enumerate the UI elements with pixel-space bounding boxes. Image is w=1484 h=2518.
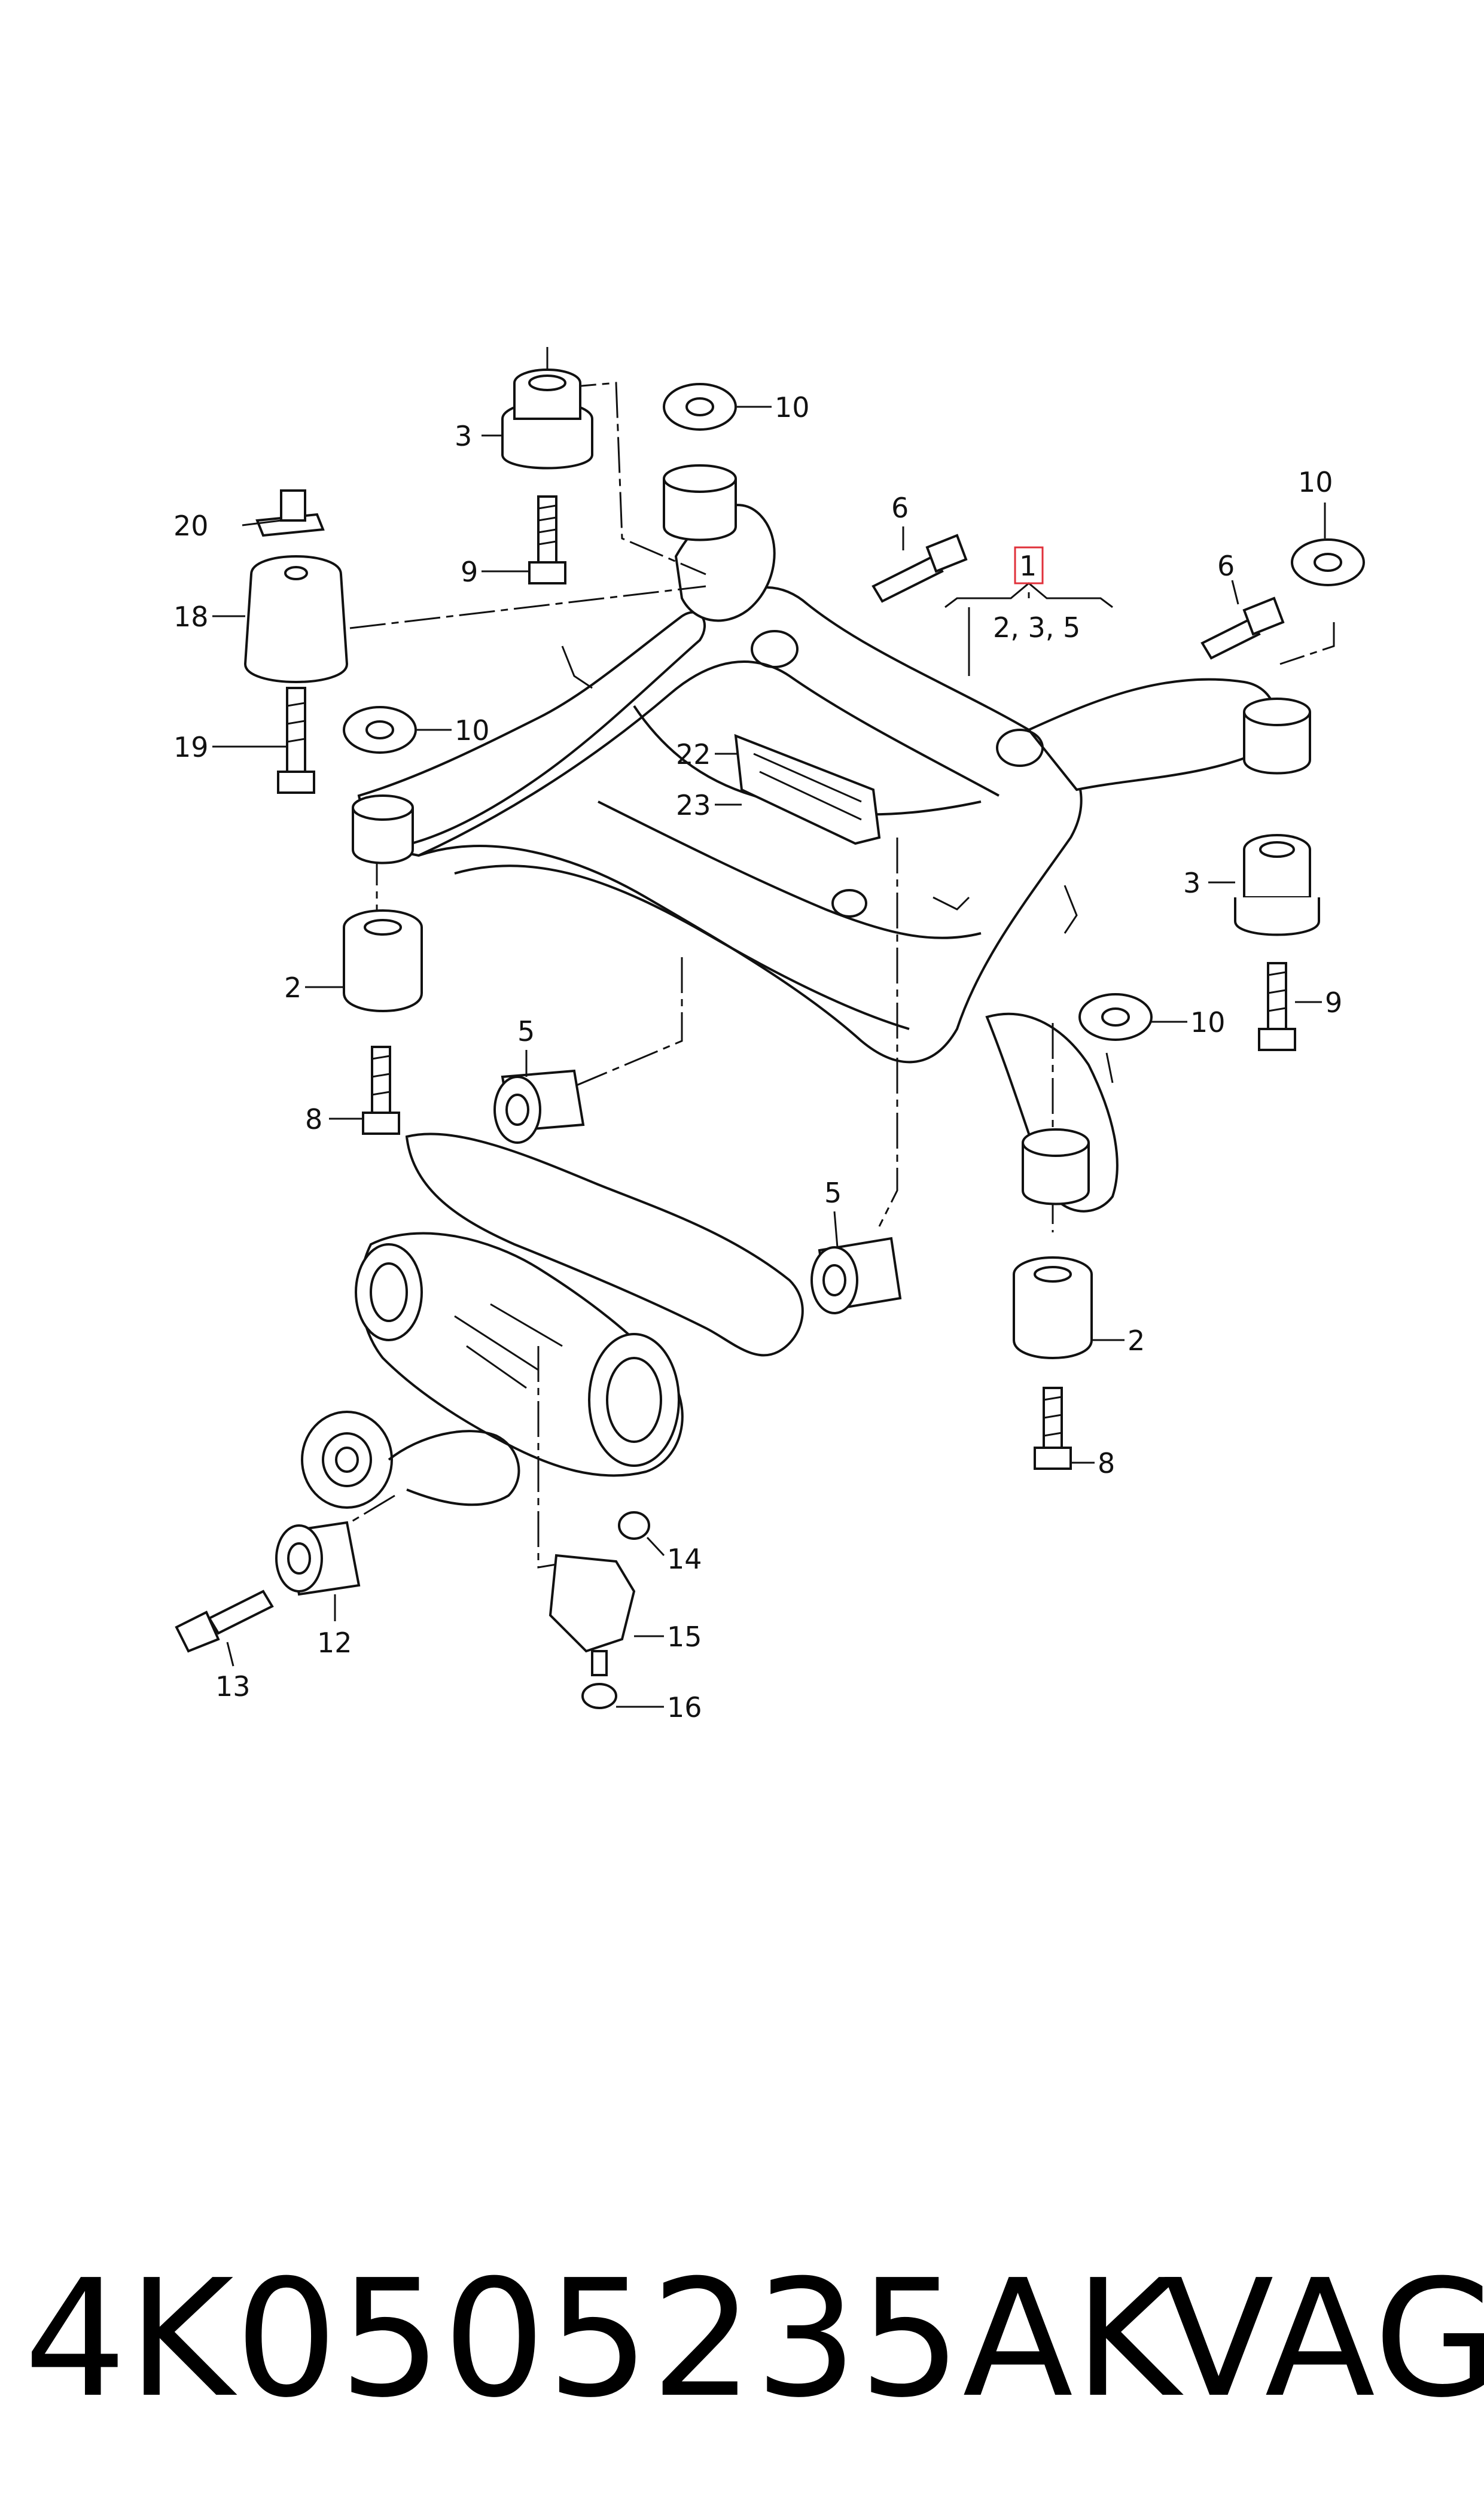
callout-6-right[interactable]: 6	[1217, 550, 1235, 582]
callout-8-left[interactable]: 8	[305, 1103, 322, 1135]
callout-1[interactable]: 1	[1019, 550, 1037, 582]
callout-14[interactable]: 14	[667, 1543, 702, 1575]
bushing-3-top	[501, 369, 593, 470]
callout-22[interactable]: 22	[676, 738, 711, 771]
mount-left	[352, 794, 414, 864]
bushing-5-right	[810, 1237, 902, 1314]
bolt-6-left	[871, 534, 968, 603]
callout-10-top[interactable]: 10	[775, 391, 810, 424]
bolt-6-right	[1200, 596, 1285, 660]
callout-16[interactable]: 16	[667, 1691, 702, 1724]
callout-5-left[interactable]: 5	[517, 1015, 535, 1048]
mount-top-center	[663, 464, 737, 541]
rear-differential	[301, 1132, 804, 1509]
washer-10-right-mid	[1078, 993, 1153, 1041]
callout-10-right-top[interactable]: 10	[1298, 466, 1333, 498]
leader-lines	[212, 406, 1326, 1708]
bushing-3-right	[1234, 834, 1320, 936]
nut-16	[581, 1650, 617, 1709]
mount-right-top	[1243, 698, 1311, 775]
bushing-5-left	[493, 1069, 585, 1144]
footer: 4K0505235AK VAG	[0, 2249, 1484, 2429]
callouts: 1 2, 3, 5 3 10 9 20 18 19 10 22 23 6 6 1…	[173, 391, 1342, 1724]
washer-10-left	[343, 706, 417, 754]
callout-8-right[interactable]: 8	[1098, 1447, 1115, 1479]
nut-14	[618, 1511, 650, 1540]
washer-10-top	[663, 383, 737, 431]
callout-9-left[interactable]: 9	[461, 556, 478, 588]
callout-2-left[interactable]: 2	[284, 972, 301, 1004]
callout-18[interactable]: 18	[173, 601, 209, 633]
bolt-9-right	[1258, 962, 1296, 1051]
washer-10-right-top	[1291, 538, 1365, 586]
callout-23[interactable]: 23	[676, 789, 711, 821]
bracket-15	[548, 1554, 636, 1653]
bolt-8-right	[1034, 1387, 1072, 1470]
part-number: 4K0505235AK	[24, 2245, 1182, 2433]
callout-5-right[interactable]: 5	[824, 1177, 842, 1209]
callout-10-left[interactable]: 10	[455, 714, 490, 747]
bushing-2-left	[343, 909, 423, 1012]
callout-3-right[interactable]: 3	[1183, 867, 1200, 899]
callout-12[interactable]: 12	[317, 1627, 352, 1659]
bushing-2-right	[1013, 1256, 1093, 1359]
bolt-19	[277, 687, 315, 794]
callout-20[interactable]: 20	[173, 510, 209, 542]
bushing-12	[275, 1521, 361, 1596]
part-1-highlight	[1014, 546, 1044, 584]
mount-right-mid	[1022, 1128, 1090, 1205]
callout-1-sub: 2, 3, 5	[993, 611, 1080, 644]
bolt-9-top	[528, 495, 566, 584]
callout-9-right[interactable]: 9	[1325, 987, 1342, 1019]
callout-3-left[interactable]: 3	[455, 420, 472, 452]
callout-6-left[interactable]: 6	[891, 492, 909, 524]
bolt-8-left	[362, 1046, 400, 1135]
callout-15[interactable]: 15	[667, 1621, 702, 1653]
callout-19[interactable]: 19	[173, 731, 209, 763]
callout-10-right-mid[interactable]: 10	[1190, 1006, 1226, 1039]
bracket-22	[734, 733, 881, 845]
mount-20	[255, 489, 325, 537]
callout-2-right[interactable]: 2	[1128, 1325, 1145, 1357]
damper-18	[243, 555, 349, 683]
bolt-13	[175, 1590, 274, 1653]
callout-13[interactable]: 13	[215, 1670, 251, 1703]
brand-name: VAG	[1163, 2245, 1484, 2433]
